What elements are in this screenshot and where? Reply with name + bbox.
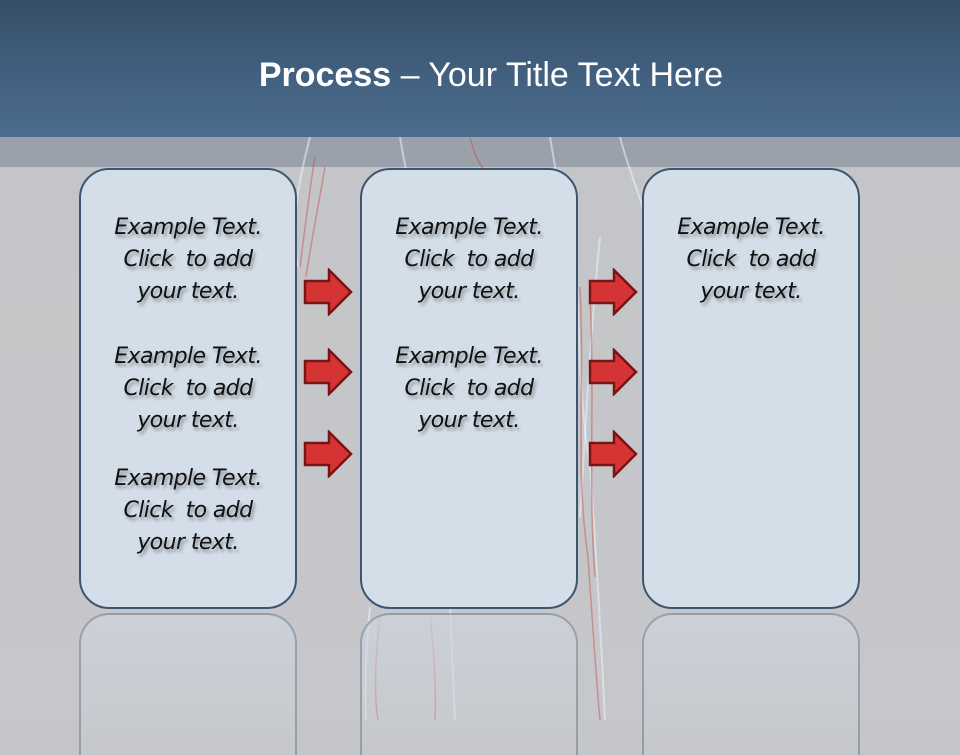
text-line: Click to add [404, 376, 534, 401]
right-arrow-icon[interactable] [303, 430, 353, 478]
text-line: your text. [418, 279, 520, 304]
right-arrow-icon[interactable] [588, 430, 638, 478]
text-block[interactable]: Example Text. Click to add your text. [644, 212, 858, 308]
right-arrow-icon[interactable] [303, 268, 353, 316]
box-reflection [79, 613, 297, 755]
text-line: your text. [700, 279, 802, 304]
box-reflection [360, 613, 578, 755]
title-rest: – Your Title Text Here [391, 56, 724, 94]
right-arrow-icon[interactable] [588, 348, 638, 396]
box-reflection [642, 613, 860, 755]
text-line: Click to add [123, 498, 253, 523]
text-line: Click to add [123, 376, 253, 401]
right-arrow-icon[interactable] [303, 348, 353, 396]
slide-title[interactable]: Process – Your Title Text Here [0, 50, 960, 100]
process-box-3[interactable]: Example Text. Click to add your text. [642, 168, 860, 609]
text-block[interactable]: Example Text. Click to add your text. [81, 212, 295, 308]
title-bold: Process [258, 56, 392, 94]
title-bar [0, 0, 960, 137]
text-line: Click to add [123, 247, 253, 272]
process-box-2[interactable]: Example Text. Click to add your text. Ex… [360, 168, 578, 609]
text-block[interactable]: Example Text. Click to add your text. [362, 212, 576, 308]
text-line: your text. [137, 530, 239, 555]
text-line: Example Text. [395, 215, 543, 240]
text-line: your text. [418, 408, 520, 433]
text-line: Example Text. [114, 215, 262, 240]
text-block[interactable]: Example Text. Click to add your text. [362, 341, 576, 437]
text-line: Example Text. [677, 215, 825, 240]
text-line: Example Text. [395, 344, 543, 369]
text-line: your text. [137, 408, 239, 433]
text-line: Click to add [686, 247, 816, 272]
text-line: Click to add [404, 247, 534, 272]
text-line: Example Text. [114, 344, 262, 369]
right-arrow-icon[interactable] [588, 268, 638, 316]
text-line: your text. [137, 279, 239, 304]
text-line: Example Text. [114, 466, 262, 491]
text-block[interactable]: Example Text. Click to add your text. [81, 463, 295, 559]
header-band [0, 137, 960, 167]
process-box-1[interactable]: Example Text. Click to add your text. Ex… [79, 168, 297, 609]
text-block[interactable]: Example Text. Click to add your text. [81, 341, 295, 437]
